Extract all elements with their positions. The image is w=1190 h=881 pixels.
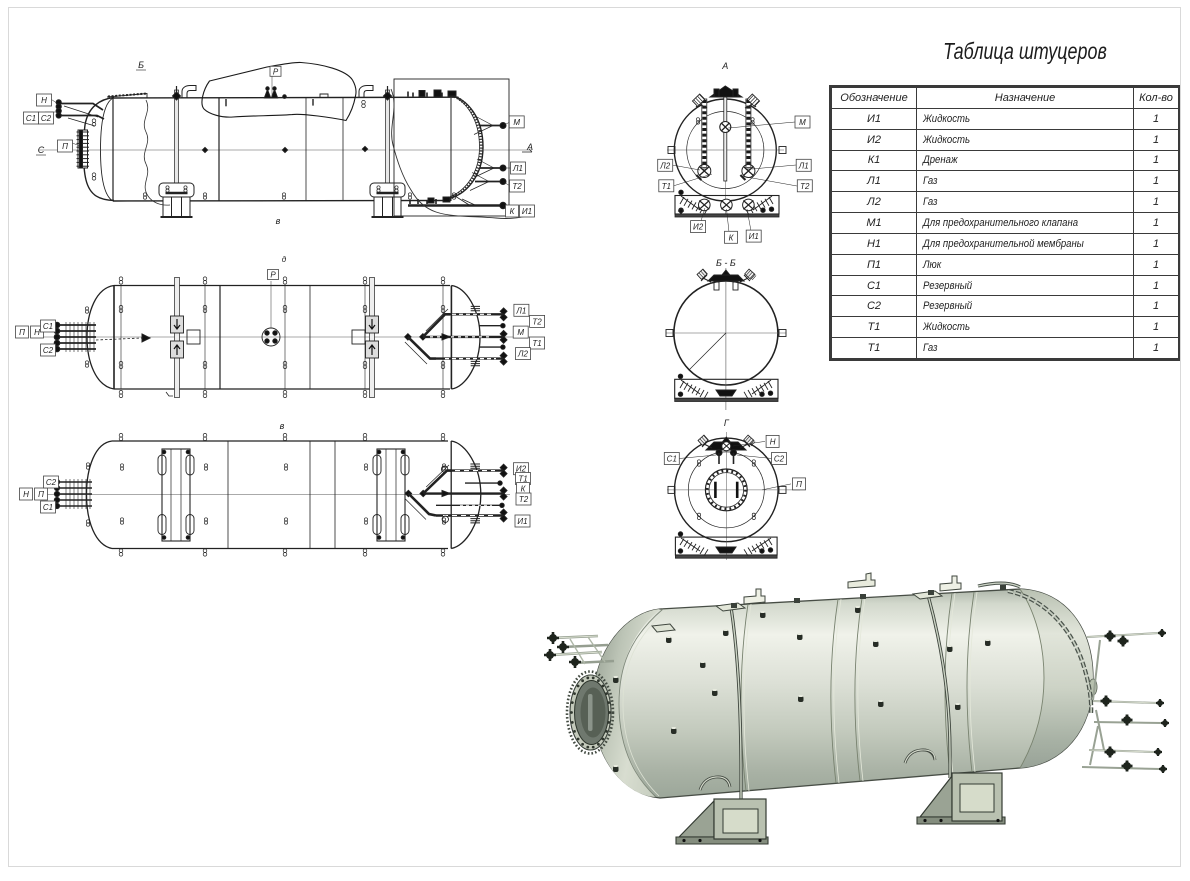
svg-text:А: А xyxy=(721,61,728,71)
svg-text:Л1: Л1 xyxy=(515,306,526,315)
svg-text:Н: Н xyxy=(770,437,776,446)
svg-text:И2: И2 xyxy=(693,223,704,232)
svg-text:И2: И2 xyxy=(516,465,527,474)
svg-text:С2: С2 xyxy=(41,114,52,123)
svg-text:Т2: Т2 xyxy=(519,495,529,504)
svg-text:Л1: Л1 xyxy=(798,161,809,170)
svg-text:К: К xyxy=(521,485,527,494)
svg-text:К: К xyxy=(729,233,735,242)
svg-text:в: в xyxy=(276,216,281,226)
svg-text:Т2: Т2 xyxy=(800,182,810,191)
svg-text:С2: С2 xyxy=(43,346,54,355)
svg-text:М: М xyxy=(517,328,524,337)
svg-text:С1: С1 xyxy=(667,455,677,464)
svg-text:М: М xyxy=(799,118,806,127)
svg-text:Т2: Т2 xyxy=(512,182,522,191)
svg-text:К: К xyxy=(510,207,516,216)
svg-text:С1: С1 xyxy=(43,322,53,331)
svg-text:И1: И1 xyxy=(522,207,532,216)
svg-text:Г: Г xyxy=(724,418,730,428)
svg-text:И1: И1 xyxy=(749,232,759,241)
svg-text:Б - Б: Б - Б xyxy=(716,258,736,268)
svg-text:Т1: Т1 xyxy=(662,182,671,191)
svg-text:П: П xyxy=(19,328,25,337)
svg-text:д: д xyxy=(282,255,287,264)
svg-text:Т2: Т2 xyxy=(532,317,542,326)
svg-text:Л1: Л1 xyxy=(512,164,523,173)
svg-text:Р: Р xyxy=(273,67,279,76)
svg-text:П: П xyxy=(796,480,802,489)
svg-text:Л2: Л2 xyxy=(517,350,528,359)
svg-text:И1: И1 xyxy=(517,517,527,526)
svg-text:А: А xyxy=(526,142,533,152)
svg-text:С: С xyxy=(38,145,45,155)
svg-text:Б: Б xyxy=(138,60,144,70)
svg-text:Н: Н xyxy=(41,96,47,105)
svg-text:Т1: Т1 xyxy=(518,475,527,484)
svg-text:Н: Н xyxy=(34,328,40,337)
svg-text:П: П xyxy=(62,142,68,151)
svg-text:С1: С1 xyxy=(26,114,36,123)
svg-text:С2: С2 xyxy=(774,455,785,464)
svg-text:Т1: Т1 xyxy=(532,339,541,348)
svg-text:М: М xyxy=(513,118,520,127)
svg-text:Л2: Л2 xyxy=(659,161,670,170)
svg-text:Р: Р xyxy=(270,271,276,280)
svg-text:Н: Н xyxy=(23,490,29,499)
svg-text:С2: С2 xyxy=(46,478,57,487)
svg-text:С1: С1 xyxy=(43,503,53,512)
svg-text:П: П xyxy=(38,490,44,499)
svg-text:в: в xyxy=(280,421,285,431)
